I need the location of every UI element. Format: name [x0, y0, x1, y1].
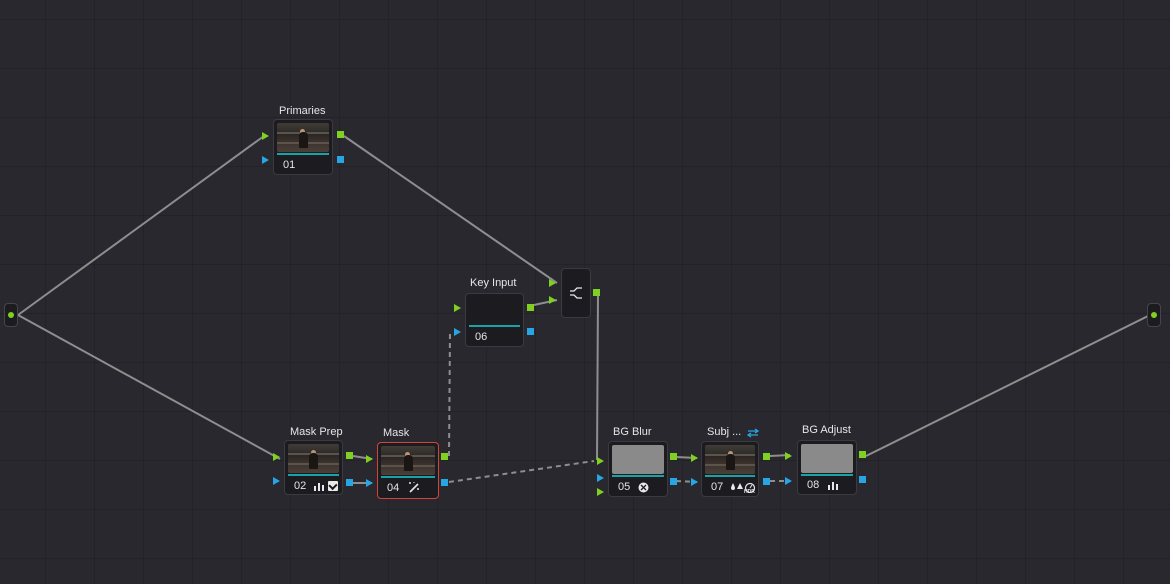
- node-05-status-bar: [612, 475, 664, 477]
- node-05-thumbnail: [612, 445, 664, 474]
- node-08[interactable]: 08: [797, 440, 857, 495]
- node-01-number: 01: [283, 159, 296, 171]
- blur-icon: [638, 482, 649, 493]
- node-05-rgb-input[interactable]: [597, 457, 604, 465]
- node-label-mask-prep: Mask Prep: [290, 426, 343, 438]
- node-02-rgb-input[interactable]: [273, 453, 280, 461]
- node-04-number: 04: [387, 482, 400, 494]
- node-01-rgb-input[interactable]: [262, 132, 269, 140]
- node-02-number: 02: [294, 480, 307, 492]
- node-02-thumbnail: [288, 444, 339, 473]
- node-07-number: 07: [711, 481, 724, 493]
- node-08-alpha-output[interactable]: [859, 476, 866, 483]
- node-label-bg-adjust: BG Adjust: [802, 424, 851, 436]
- node-05-rgb-input-2[interactable]: [597, 488, 604, 496]
- node-05[interactable]: 05: [608, 441, 668, 497]
- node-06-status-bar: [469, 325, 520, 327]
- key-link-mask-to-bg-blur: [448, 460, 595, 483]
- node-01-thumbnail: [277, 123, 329, 152]
- node-02-status-bar: [288, 474, 339, 476]
- hdr-icon-text: HDR: [744, 489, 755, 495]
- node-02-rgb-output[interactable]: [346, 452, 353, 459]
- node-07-alpha-output[interactable]: [763, 478, 770, 485]
- mixer-input-1[interactable]: [549, 279, 556, 287]
- node-05-rgb-output[interactable]: [670, 453, 677, 460]
- node-07-rgb-output[interactable]: [763, 453, 770, 460]
- node-07-alpha-input[interactable]: [691, 478, 698, 486]
- node-06-rgb-input[interactable]: [454, 304, 461, 312]
- node-08-thumbnail: [801, 444, 853, 473]
- node-01-alpha-output[interactable]: [337, 156, 344, 163]
- mixer-input-2[interactable]: [549, 296, 556, 304]
- source-input-node[interactable]: [4, 303, 18, 327]
- node-08-rgb-output[interactable]: [859, 451, 866, 458]
- node-08-alpha-input[interactable]: [785, 477, 792, 485]
- link-source-to-mask-prep: [17, 314, 281, 460]
- checkbox-icon: [328, 481, 338, 491]
- link-source-to-primaries: [17, 135, 265, 316]
- link-bg-adjust-to-output: [865, 314, 1151, 457]
- layer-mixer-icon: [570, 287, 582, 299]
- node-05-number: 05: [618, 481, 631, 493]
- node-01-rgb-output[interactable]: [337, 131, 344, 138]
- node-04-status-bar: [381, 476, 435, 478]
- magic-wand-icon: [409, 482, 419, 493]
- node-04-thumbnail: [381, 446, 435, 475]
- key-link-bg-blur-to-subj: [675, 480, 698, 483]
- node-01-status-bar: [277, 153, 329, 155]
- bar-chart-icon: [314, 483, 324, 491]
- node-01-alpha-input[interactable]: [262, 156, 269, 164]
- node-02-alpha-output[interactable]: [346, 479, 353, 486]
- node-06[interactable]: 06: [465, 293, 524, 347]
- node-05-alpha-input-1[interactable]: [597, 474, 604, 482]
- node-06-alpha-output[interactable]: [527, 328, 534, 335]
- node-02[interactable]: 02: [284, 440, 343, 495]
- node-07-rgb-input[interactable]: [691, 454, 698, 462]
- node-04-alpha-output[interactable]: [441, 479, 448, 486]
- node-08-rgb-input[interactable]: [785, 452, 792, 460]
- qualifier-hdr-icon: [731, 482, 756, 494]
- layer-mixer-node[interactable]: [561, 268, 591, 318]
- node-02-alpha-input[interactable]: [273, 477, 280, 485]
- node-04-rgb-output[interactable]: [441, 453, 448, 460]
- node-07[interactable]: 07 HDR: [701, 441, 759, 497]
- swap-arrows-icon: [746, 428, 760, 438]
- output-node[interactable]: [1147, 303, 1161, 327]
- key-link-mask-to-key-input: [448, 330, 451, 457]
- node-04[interactable]: 04: [377, 442, 439, 499]
- node-label-mask: Mask: [383, 427, 410, 439]
- bar-chart-icon: [828, 482, 838, 490]
- node-04-alpha-input[interactable]: [366, 479, 373, 487]
- node-label-subj: Subj ...: [707, 426, 742, 438]
- node-04-rgb-input[interactable]: [366, 455, 373, 463]
- node-06-number: 06: [475, 331, 488, 343]
- link-mixer-to-bg-blur: [596, 292, 599, 461]
- node-07-thumbnail: [705, 445, 755, 474]
- node-08-number: 08: [807, 479, 820, 491]
- source-output-port[interactable]: [8, 312, 14, 318]
- node-08-status-bar: [801, 474, 853, 476]
- output-input-port[interactable]: [1151, 312, 1157, 318]
- node-01[interactable]: 01: [273, 119, 333, 175]
- node-label-bg-blur: BG Blur: [613, 426, 652, 438]
- node-label-primaries: Primaries: [279, 105, 326, 117]
- mixer-output[interactable]: [593, 289, 600, 296]
- node-label-key-input: Key Input: [470, 277, 517, 289]
- node-06-alpha-input[interactable]: [454, 328, 461, 336]
- node-06-rgb-output[interactable]: [527, 304, 534, 311]
- node-07-status-bar: [705, 475, 755, 477]
- link-primaries-to-mixer: [343, 135, 558, 284]
- node-05-alpha-output[interactable]: [670, 478, 677, 485]
